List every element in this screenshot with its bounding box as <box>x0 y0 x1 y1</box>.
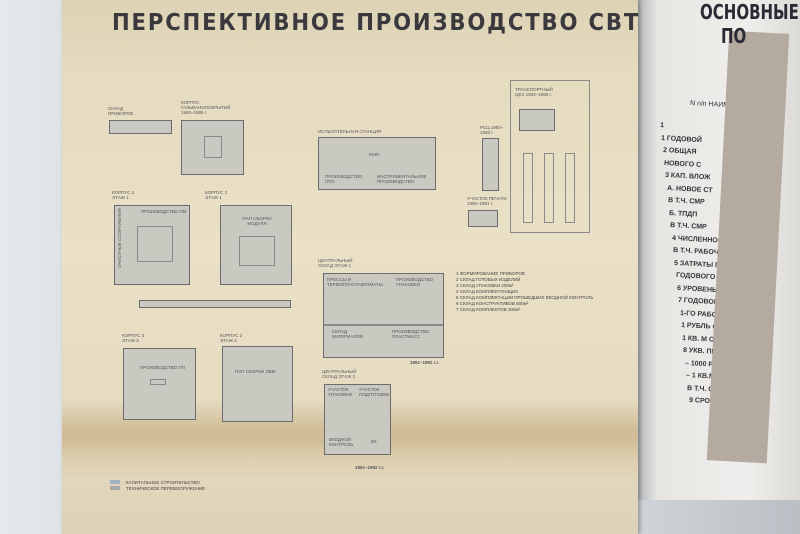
legend-list-item: 3 СКЛАД УПАКОВКИ 200м² <box>456 283 514 288</box>
legend-tech: ТЕХНИЧЕСКОЕ ПЕРЕВООРУЖЕНИЕ <box>126 486 206 491</box>
legend-list-item: 5 СКЛАД КОМПЛЕКТАЦИИ ПРОШЕДШИХ ВХОДНОЙ К… <box>456 295 594 300</box>
label-proizv-oto: ПРОИЗВОДСТВО ОТО <box>325 174 363 184</box>
building-isp-stanciya: МЭП ПРОИЗВОДСТВО ОТО ИНСТРУМЕНТАЛЬНОЕ ПР… <box>318 137 436 190</box>
label-rsc: РСЦ 1993–1995 г. <box>480 125 504 135</box>
side-poster-row: 2 ОБЩАЯ <box>662 147 697 156</box>
label-sborka-modulya: ПАП СБОРКИ МОДУЛЯ <box>242 216 272 226</box>
legend-swatch-capital <box>110 480 120 484</box>
label-sborka-evm: ПАП СБОРКИ ЭВМ <box>235 369 276 374</box>
building-uchastok-pechati <box>468 210 498 227</box>
label-transport: ТРАНСПОРТНЫЙ ЦЕХ 1993–1995 г. <box>515 87 553 97</box>
side-poster-row: А. НОВОЕ СТ <box>666 184 713 194</box>
label-isp-stanciya: ИСПЫТАТЕЛЬНАЯ СТАНЦИЯ <box>318 129 382 134</box>
label-korpus2b: КОРПУС 2 ЭТАЖ 2 <box>220 333 243 343</box>
building-korpus4: ПРОИЗВОДСТВО ПМ ОЧИСТНЫЕ СООРУЖЕНИЯ <box>114 205 190 285</box>
label-sklad-priborov: СКЛАД ПРИБОРОВ <box>108 106 134 116</box>
label-uch-podgotovki: УЧАСТОК ПОДГОТОВКИ <box>359 387 390 397</box>
label-proizv-pm: ПРОИЗВОДСТВО ПМ <box>141 209 187 214</box>
label-central2: ЦЕНТРАЛЬНЫЙ СКЛАД ЭТАЖ 2 <box>322 369 357 379</box>
building-korpus2b: ПАП СБОРКИ ЭВМ <box>222 346 293 422</box>
building-sklad-priborov <box>109 120 172 134</box>
label-ochistnye: ОЧИСТНЫЕ СООРУЖЕНИЯ <box>117 208 122 268</box>
legend-list-item: 4 СКЛАД КОМПЛЕКТУЮЩИХ <box>456 289 519 294</box>
side-poster-row: 1 ГОДОВОЙ <box>661 134 703 144</box>
label-pressy: ПРЕССЫ И ТЕРМОПЛАСТАВТОМАТЫ <box>327 277 383 287</box>
building-rsc <box>482 138 499 191</box>
label-vk: ВК <box>371 439 377 444</box>
building-korpus2: ПАП СБОРКИ МОДУЛЯ <box>220 205 292 285</box>
dates-central1: 1991–1992 г.г. <box>410 360 440 365</box>
legend-capital: КАПИТАЛЬНОЕ СТРОИТЕЛЬСТВО <box>126 480 200 485</box>
label-korpus4: КОРПУС 4 ЭТАЖ 1 <box>112 190 135 200</box>
side-poster-row: 1 <box>659 122 665 130</box>
label-mep: МЭП <box>369 152 380 157</box>
legend-list-item: 6 СКЛАД КОНСТРУКТИВОВ 600м² <box>456 301 529 306</box>
label-upakovka: ПРОИЗВОДСТВО УПАКОВКИ <box>396 277 434 287</box>
label-vhodnoy: ВХОДНОЙ КОНТРОЛЬ <box>329 437 354 447</box>
corridor <box>139 300 291 308</box>
label-instrum: ИНСТРУМЕНТАЛЬНОЕ ПРОИЗВОДСТВО <box>377 174 427 184</box>
legend: КАПИТАЛЬНОЕ СТРОИТЕЛЬСТВО ТЕХНИЧЕСКОЕ ПЕ… <box>110 480 205 492</box>
poster-title: ПЕРСПЕКТИВНОЕ ПРОИЗВОДСТВО СВТ <box>112 10 641 36</box>
building-central1: ПРЕССЫ И ТЕРМОПЛАСТАВТОМАТЫ ПРОИЗВОДСТВО… <box>323 273 444 358</box>
label-plastmass: ПРОИЗВОДСТВО ПЛАСТМАСС <box>392 329 430 339</box>
legend-list-item: 1 ФОРМИРОВАНИЕ ПРИБОРОВ <box>456 271 525 276</box>
label-uchastok-pechati: УЧАСТОК ПЕЧАТИ 1990–1991 г. <box>467 196 507 206</box>
side-title-line2: ПО <box>721 24 747 48</box>
label-korpus2: КОРПУС 2 ЭТАЖ 1 <box>205 190 228 200</box>
label-proizv-pp: ПРОИЗВОДСТВО ПП <box>140 365 185 370</box>
dates-central2: 1991–1992 г.г. <box>355 465 385 470</box>
legend-list-item: 7 СКЛАД КОМПЛЕКТОВ 300м² <box>456 307 521 312</box>
side-poster-row: Б. ТПДП <box>668 209 698 218</box>
building-central2: УЧАСТОК УПАКОВКИ УЧАСТОК ПОДГОТОВКИ ВХОД… <box>324 384 391 455</box>
label-uch-upakovki: УЧАСТОК УПАКОВКИ <box>328 387 353 397</box>
label-central1: ЦЕНТРАЛЬНЫЙ СКЛАД ЭТАЖ 1 <box>318 258 353 268</box>
side-title-line1: ОСНОВНЫЕ <box>700 0 799 24</box>
label-korpus4b: КОРПУС 4 ЭТАЖ 2 <box>122 333 145 343</box>
legend-swatch-tech <box>110 486 120 490</box>
building-transport: ТРАНСПОРТНЫЙ ЦЕХ 1993–1995 г. <box>510 80 590 233</box>
label-galvan: КОРПУС ГАЛЬВАНОПОКРЫТИЙ 1993–1995 г. <box>181 100 231 115</box>
building-korpus4b: ПРОИЗВОДСТВО ПП <box>123 348 196 420</box>
side-poster-row: НОВОГО С <box>663 159 702 169</box>
building-galvan <box>181 120 244 175</box>
label-sklad-materialov: СКЛАД МАТЕРИАЛОВ <box>332 329 363 339</box>
legend-list-item: 2 СКЛАД ГОТОВЫХ ИЗДЕЛИЙ <box>456 277 521 282</box>
